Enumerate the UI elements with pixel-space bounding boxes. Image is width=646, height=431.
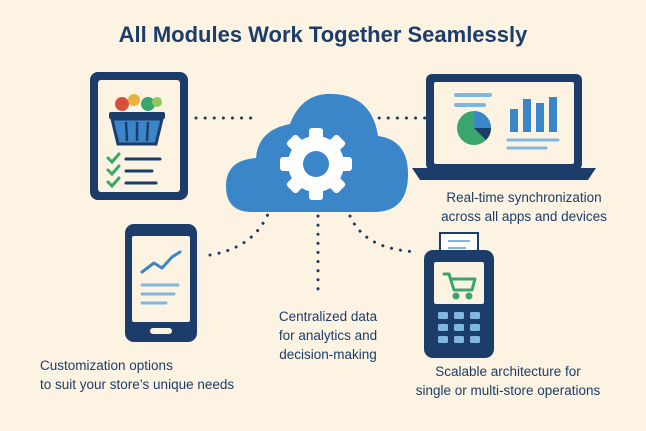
connector-pos bbox=[348, 214, 420, 254]
laptop-chart-icon bbox=[412, 74, 596, 180]
caption-scalable: Scalable architecture for single or mult… bbox=[392, 362, 624, 400]
caption-scalable-line2: single or multi-store operations bbox=[415, 383, 601, 398]
cloud-gear-icon bbox=[226, 93, 408, 212]
caption-sync-line1: Real-time synchronization bbox=[446, 190, 602, 205]
connector-lines bbox=[194, 116, 430, 294]
caption-scalable-line1: Scalable architecture for bbox=[435, 364, 581, 379]
connector-phone bbox=[208, 212, 270, 257]
caption-sync: Real-time synchronization across all app… bbox=[408, 188, 640, 226]
pie-chart-icon bbox=[457, 111, 491, 145]
caption-central: Centralized data for analytics and decis… bbox=[258, 307, 398, 364]
caption-custom-line2: to suit your store’s unique needs bbox=[40, 377, 235, 392]
pos-terminal-icon bbox=[424, 232, 494, 358]
cart-icon bbox=[442, 272, 477, 300]
basket-icon bbox=[109, 94, 165, 146]
tablet-basket-icon bbox=[90, 72, 188, 200]
caption-custom-line1: Customization options bbox=[40, 358, 173, 373]
checklist-icon bbox=[106, 152, 162, 189]
caption-central-line3: decision-making bbox=[279, 347, 377, 362]
phone-trend-icon bbox=[125, 224, 197, 342]
caption-sync-line2: across all apps and devices bbox=[441, 209, 607, 224]
caption-central-line2: for analytics and bbox=[278, 328, 378, 343]
caption-central-line1: Centralized data bbox=[278, 309, 378, 324]
trend-line-icon bbox=[140, 250, 182, 274]
caption-custom: Customization options to suit your store… bbox=[40, 356, 270, 394]
gear-icon bbox=[280, 128, 352, 200]
page-title: All Modules Work Together Seamlessly bbox=[118, 22, 528, 47]
bar-chart-icon bbox=[510, 97, 557, 132]
keypad-icon bbox=[438, 312, 480, 343]
